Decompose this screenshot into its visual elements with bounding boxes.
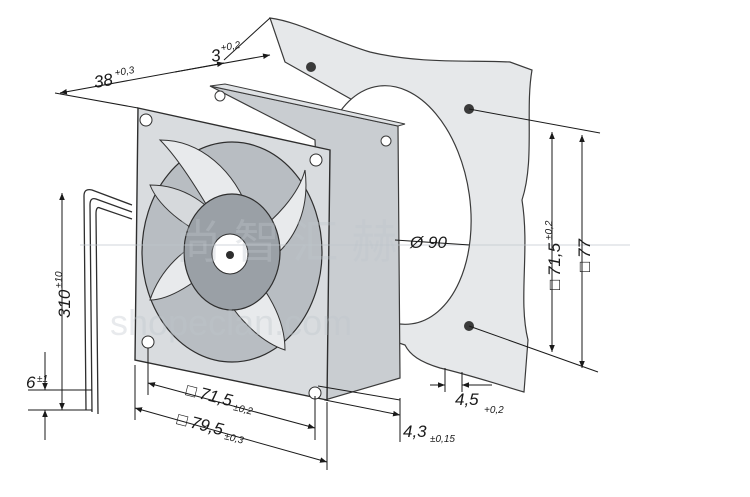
- svg-text:71,5: 71,5: [198, 384, 235, 411]
- dim-6: 6 ±1: [26, 373, 48, 392]
- dimension-lines: [28, 17, 601, 470]
- dim-diameter-90: Ø 90: [409, 233, 447, 252]
- dim-4-3: 4,3 ±0,15: [403, 422, 455, 445]
- svg-text:shopeclan.com: shopeclan.com: [110, 302, 352, 343]
- dim-4-5: 4,5 +0,2: [455, 390, 504, 416]
- svg-text:+0,2: +0,2: [220, 40, 242, 54]
- svg-text:±0,15: ±0,15: [430, 434, 455, 445]
- svg-text:79,5: 79,5: [189, 413, 226, 440]
- svg-text:4,5: 4,5: [455, 390, 479, 409]
- svg-text:71,5: 71,5: [545, 242, 564, 276]
- dim-77: □ 77: [575, 239, 594, 272]
- svg-text:4,3: 4,3: [403, 422, 427, 441]
- dimension-labels: 38 +0,3 3 +0,2 Ø 90 □ 71,5 ±0,2 □ 77 310…: [26, 40, 594, 447]
- panel-hole-top-left: [306, 62, 316, 72]
- dim-71-5-right: □ 71,5 ±0,2: [544, 220, 564, 290]
- svg-text:+0,2: +0,2: [484, 405, 504, 416]
- svg-text:尚 智 汇 赫: 尚 智 汇 赫: [175, 216, 397, 268]
- dim-71-5-bottom: □ 71,5 ±0,2: [184, 380, 254, 417]
- dim-3: 3 +0,2: [209, 40, 242, 66]
- svg-text:□: □: [545, 280, 564, 290]
- svg-text:38: 38: [92, 70, 114, 92]
- svg-text:□: □: [184, 380, 199, 401]
- dim-310: 310 ±10: [54, 271, 74, 318]
- svg-text:+0,3: +0,3: [114, 65, 136, 79]
- svg-text:±0,2: ±0,2: [232, 402, 254, 417]
- watermark: 尚 智 汇 赫 shopeclan.com: [80, 216, 630, 343]
- lead-wires: [83, 188, 133, 415]
- svg-text:±0,2: ±0,2: [544, 220, 555, 240]
- svg-text:Ø: Ø: [409, 233, 425, 252]
- svg-text:310: 310: [55, 289, 74, 318]
- fan-rotor: [149, 139, 307, 351]
- svg-text:□: □: [175, 409, 190, 430]
- dim-79-5: □ 79,5 ±0,3: [175, 409, 245, 446]
- svg-text:90: 90: [428, 233, 447, 252]
- dim-38: 38 +0,3: [92, 65, 136, 92]
- svg-text:3: 3: [209, 45, 222, 65]
- svg-text:±1: ±1: [37, 374, 48, 385]
- svg-text:±0,3: ±0,3: [223, 431, 245, 446]
- svg-text:□: □: [575, 262, 594, 272]
- svg-text:6: 6: [26, 373, 36, 392]
- svg-text:77: 77: [575, 239, 594, 258]
- svg-text:±10: ±10: [54, 271, 65, 288]
